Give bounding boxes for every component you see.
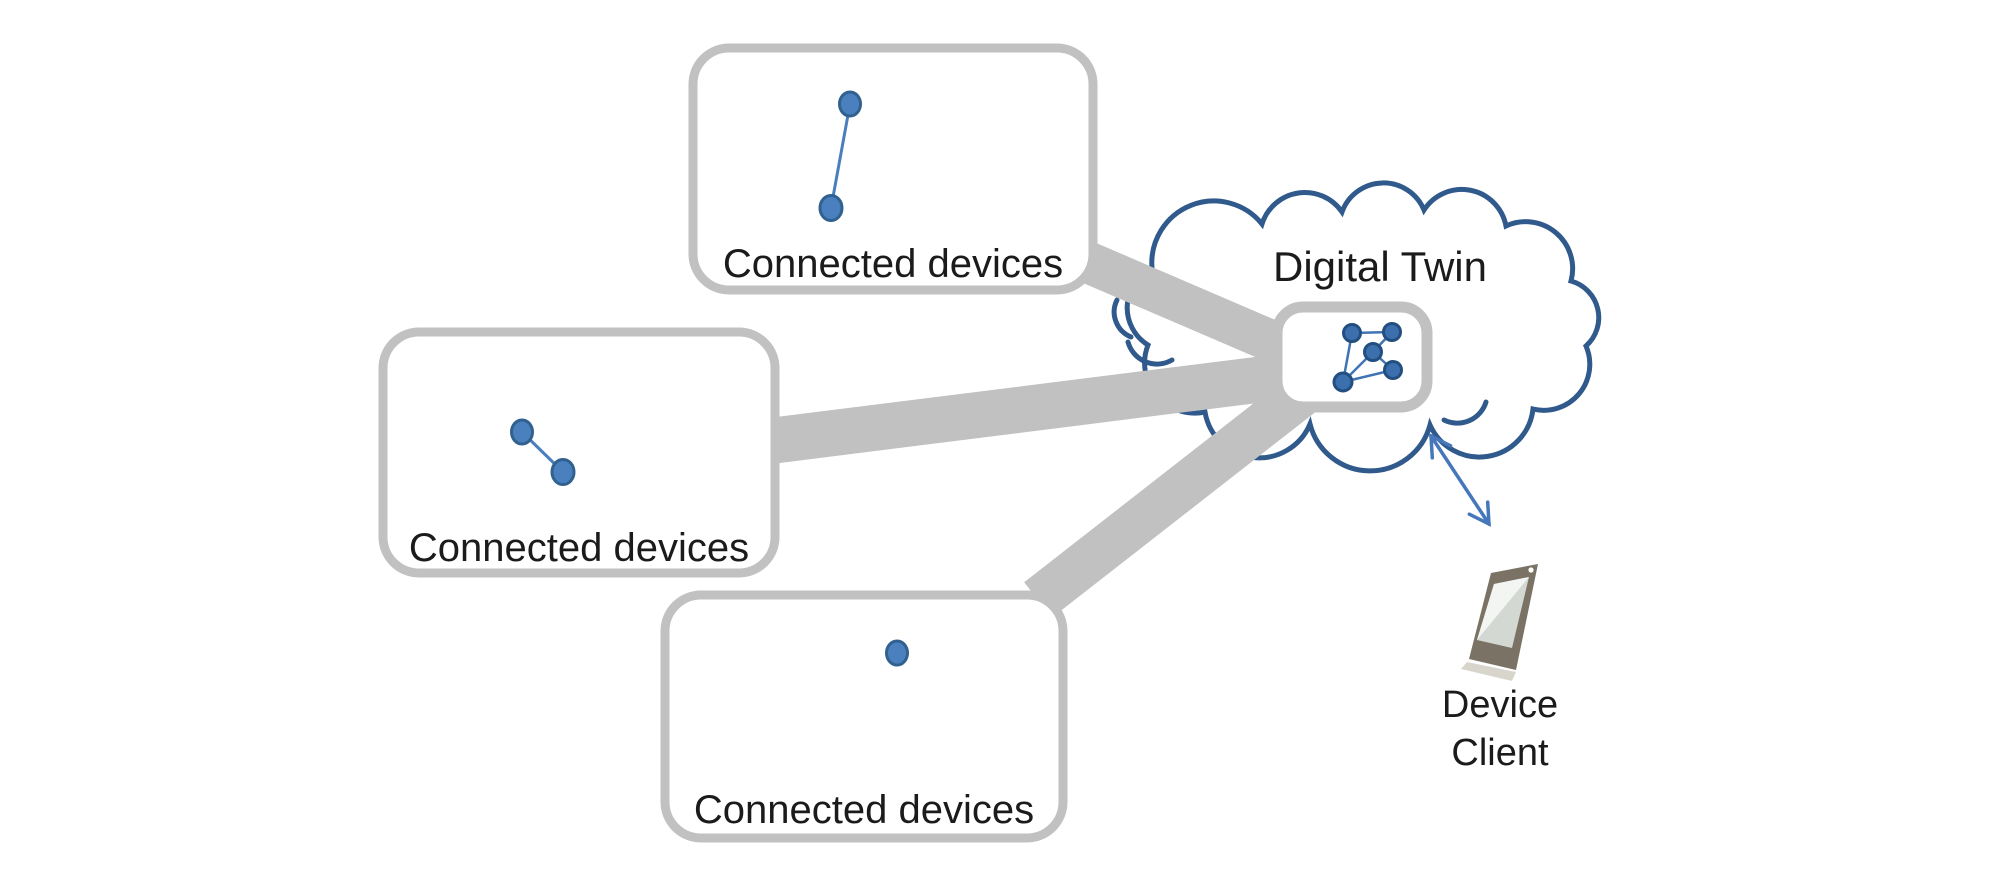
phone-bottom-band [1461, 662, 1516, 681]
device-dot [838, 90, 862, 118]
box-outline [660, 590, 1068, 843]
phone-camera-dot [1528, 567, 1534, 573]
cloud-inner-arc [1441, 399, 1489, 426]
connected-devices-label: Connected devices [723, 242, 1063, 286]
connected-devices-label: Connected devices [694, 788, 1034, 832]
digital-twin-title: Digital Twin [1273, 243, 1487, 290]
sync-arrow-head-down [1467, 500, 1491, 527]
twin-network-graph [1332, 322, 1403, 393]
device-dot [550, 458, 576, 486]
twin-graph-node [1382, 322, 1402, 342]
smartphone-icon [1461, 564, 1538, 681]
device-dot [885, 639, 909, 667]
phone-screen-highlight [1477, 577, 1529, 640]
sync-arrow-line [1429, 434, 1491, 526]
phone-screen [1477, 577, 1529, 648]
box-outline [378, 327, 780, 578]
twin-graph-node [1342, 323, 1362, 343]
sync-arrow-head-up [1429, 433, 1453, 460]
twin-graph-node [1332, 371, 1354, 393]
sync-arrow [1429, 433, 1491, 527]
device-dot [818, 194, 844, 222]
device-dot [510, 418, 534, 446]
twin-model-box [1271, 301, 1433, 413]
device-client-label-line1: Device [1442, 684, 1558, 726]
cloud-inner-arc [1125, 339, 1175, 367]
dot-link-line [829, 103, 852, 209]
twin-box-outline [1271, 301, 1433, 413]
connected-devices-box-bottom: Connected devices [660, 590, 1068, 843]
device-client-label-line2: Client [1451, 732, 1549, 774]
twin-graph-node [1363, 342, 1383, 362]
connected-devices-box-top: Connected devices [688, 43, 1098, 295]
connected-devices-label: Connected devices [409, 526, 749, 570]
twin-graph-node [1383, 360, 1403, 380]
connected-devices-box-middle: Connected devices [378, 327, 780, 578]
connector-beams [767, 238, 1334, 618]
cloud-inner-arc [1111, 297, 1134, 340]
box-outline [688, 43, 1098, 295]
connector-beam-middle [767, 349, 1323, 464]
connector-beam-bottom [1024, 362, 1334, 618]
device-client-caption: Device Client [1442, 684, 1558, 774]
